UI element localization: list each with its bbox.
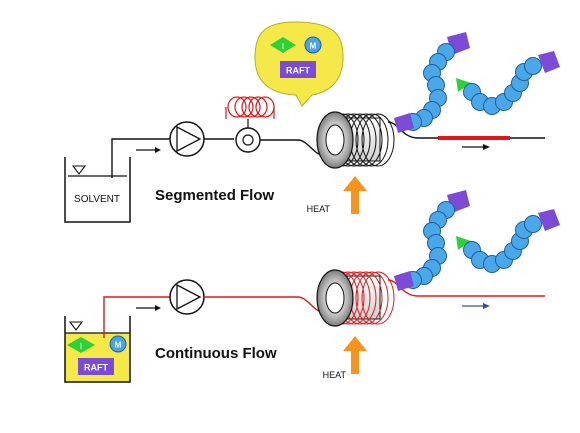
- reagent-callout: I M RAFT: [254, 21, 344, 107]
- inlet-tubing: [111, 138, 170, 178]
- solvent-label: SOLVENT: [74, 194, 120, 205]
- initiator-end-group: [456, 236, 471, 250]
- polymer-chains-bottom: [394, 190, 560, 291]
- raft-end-group: [394, 271, 414, 291]
- segmented-flow-title: Segmented Flow: [155, 187, 275, 204]
- heat-label: HEAT: [323, 370, 347, 380]
- initiator-icon: [67, 337, 95, 353]
- raft-end-group: [538, 51, 560, 73]
- segmented-flow-setup: SOLVENT I: [64, 21, 560, 223]
- svg-text:I: I: [80, 342, 82, 351]
- initiator-icon: [270, 37, 296, 53]
- solvent-reservoir: SOLVENT: [64, 157, 131, 223]
- monomer-icon: [304, 36, 322, 54]
- reagent-reservoir: I M RAFT: [64, 316, 131, 383]
- svg-text:RAFT: RAFT: [286, 66, 310, 76]
- pump-icon: [169, 279, 205, 315]
- heat-arrow-icon: [343, 176, 367, 214]
- monomer-bead: [524, 215, 542, 233]
- continuous-flow-title: Continuous Flow: [155, 345, 277, 362]
- raft-end-group: [394, 113, 414, 133]
- heated-coil-reactor: [316, 269, 395, 327]
- monomer-bead: [524, 57, 542, 75]
- liquid-level-icon: [68, 321, 84, 331]
- raft-agent-box: [280, 61, 316, 78]
- polymer-chains-top: [394, 32, 560, 133]
- reagent-coil: [225, 96, 275, 119]
- heat-arrow-icon: [343, 336, 367, 374]
- mixer-junction-icon: [235, 119, 261, 153]
- heat-label: HEAT: [307, 204, 331, 214]
- continuous-flow-setup: I M RAFT: [64, 190, 560, 383]
- inlet-tubing: [103, 296, 170, 338]
- heated-coil-reactor: [316, 111, 395, 169]
- initiator-end-group: [456, 78, 471, 92]
- monomer-icon: [109, 335, 127, 353]
- raft-end-group: [538, 209, 560, 231]
- svg-text:I: I: [282, 42, 284, 51]
- svg-text:M: M: [115, 341, 122, 350]
- svg-text:M: M: [310, 42, 317, 51]
- raft-agent-box: [78, 358, 114, 375]
- svg-text:RAFT: RAFT: [84, 363, 108, 373]
- liquid-level-icon: [71, 165, 87, 175]
- pump-icon: [169, 121, 205, 157]
